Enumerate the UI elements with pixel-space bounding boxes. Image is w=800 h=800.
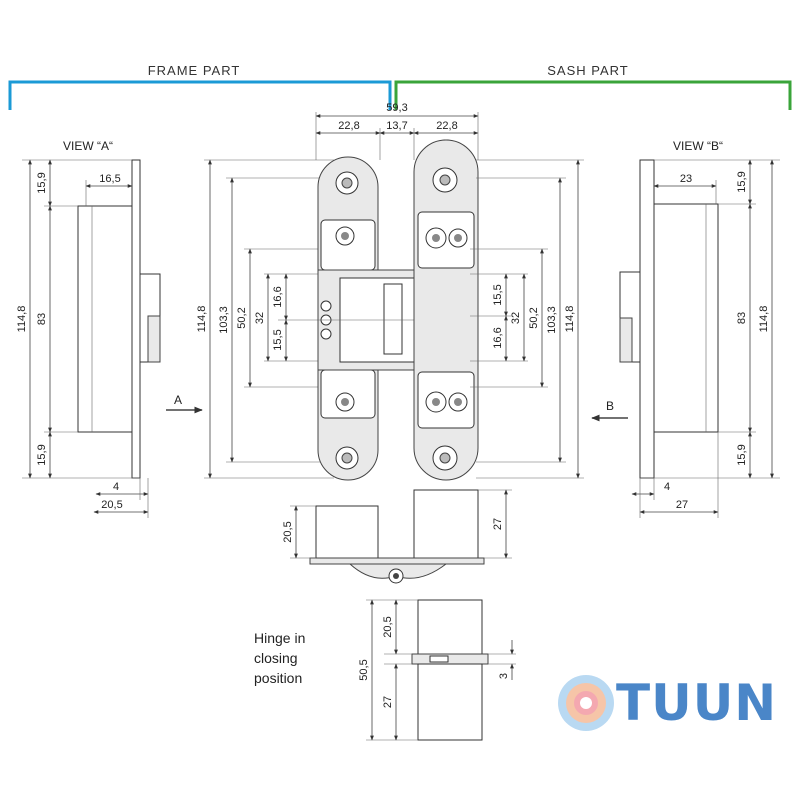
dim-sash-outer: 114,8 [564, 306, 576, 333]
dim-top-view-left: 20,5 [282, 521, 294, 542]
hinge-top-view-open [309, 489, 485, 584]
dim-frame-166: 16,6 [272, 286, 284, 307]
dim-view-a-top: 15,9 [36, 172, 48, 193]
dim-total-width: 59,3 [386, 102, 407, 114]
tuun-logo: TUUN [556, 672, 796, 738]
dim-view-b-bottom: 15,9 [736, 444, 748, 465]
view-b-profile [619, 159, 719, 479]
dim-closing-top: 20,5 [382, 616, 394, 637]
dim-frame-155: 15,5 [272, 329, 284, 350]
dim-view-b-base: 27 [676, 499, 688, 511]
dim-view-b-small: 4 [664, 481, 670, 493]
dim-sash-32: 32 [510, 312, 522, 324]
dim-view-b-mid: 83 [736, 312, 748, 324]
dim-view-b-top: 15,9 [736, 171, 748, 192]
dim-sash-502: 50,2 [528, 307, 540, 328]
dim-frame-outer: 114,8 [196, 306, 208, 333]
dim-left-width: 22,8 [338, 120, 359, 132]
sash-part-title: SASH PART [547, 63, 628, 78]
dim-view-a-bottom: 15,9 [36, 444, 48, 465]
arrow-a-label: A [174, 393, 182, 407]
dim-closing-gap: 3 [498, 673, 510, 679]
sash-part-bracket [394, 80, 792, 110]
view-a-profile [77, 159, 161, 479]
dim-top-view-right: 27 [492, 518, 504, 530]
dim-gap: 13,7 [386, 120, 407, 132]
dim-closing-total: 50,5 [358, 659, 370, 680]
dim-view-a-depth: 16,5 [99, 173, 120, 185]
dim-view-a-base: 20,5 [101, 499, 122, 511]
dim-view-a-mid: 83 [36, 313, 48, 325]
closing-position-label: Hinge in closing position [254, 630, 306, 686]
dim-view-b-depth: 23 [680, 173, 692, 185]
view-b-label: VIEW “B“ [673, 139, 723, 153]
dim-sash-155: 15,5 [492, 284, 504, 305]
sash-part-plate [413, 139, 479, 481]
frame-part-title: FRAME PART [148, 63, 241, 78]
dim-sash-103: 103,3 [546, 306, 558, 334]
hinge-closing-view [411, 599, 489, 741]
dim-frame-502: 50,2 [236, 307, 248, 328]
tuun-logo-icon [558, 675, 614, 731]
dim-closing-bottom: 27 [382, 696, 394, 708]
dim-view-a-height: 114,8 [16, 306, 28, 333]
view-a-label: VIEW “A“ [63, 139, 113, 153]
dim-view-b-height: 114,8 [758, 306, 770, 333]
dim-view-a-small: 4 [113, 481, 119, 493]
dim-frame-103: 103,3 [218, 306, 230, 334]
frame-part-bracket [8, 80, 392, 110]
dim-sash-166: 16,6 [492, 327, 504, 348]
arrow-b-label: B [606, 399, 614, 413]
dim-frame-32: 32 [254, 312, 266, 324]
dim-right-width: 22,8 [436, 120, 457, 132]
tuun-logo-text: TUUN [616, 674, 778, 732]
